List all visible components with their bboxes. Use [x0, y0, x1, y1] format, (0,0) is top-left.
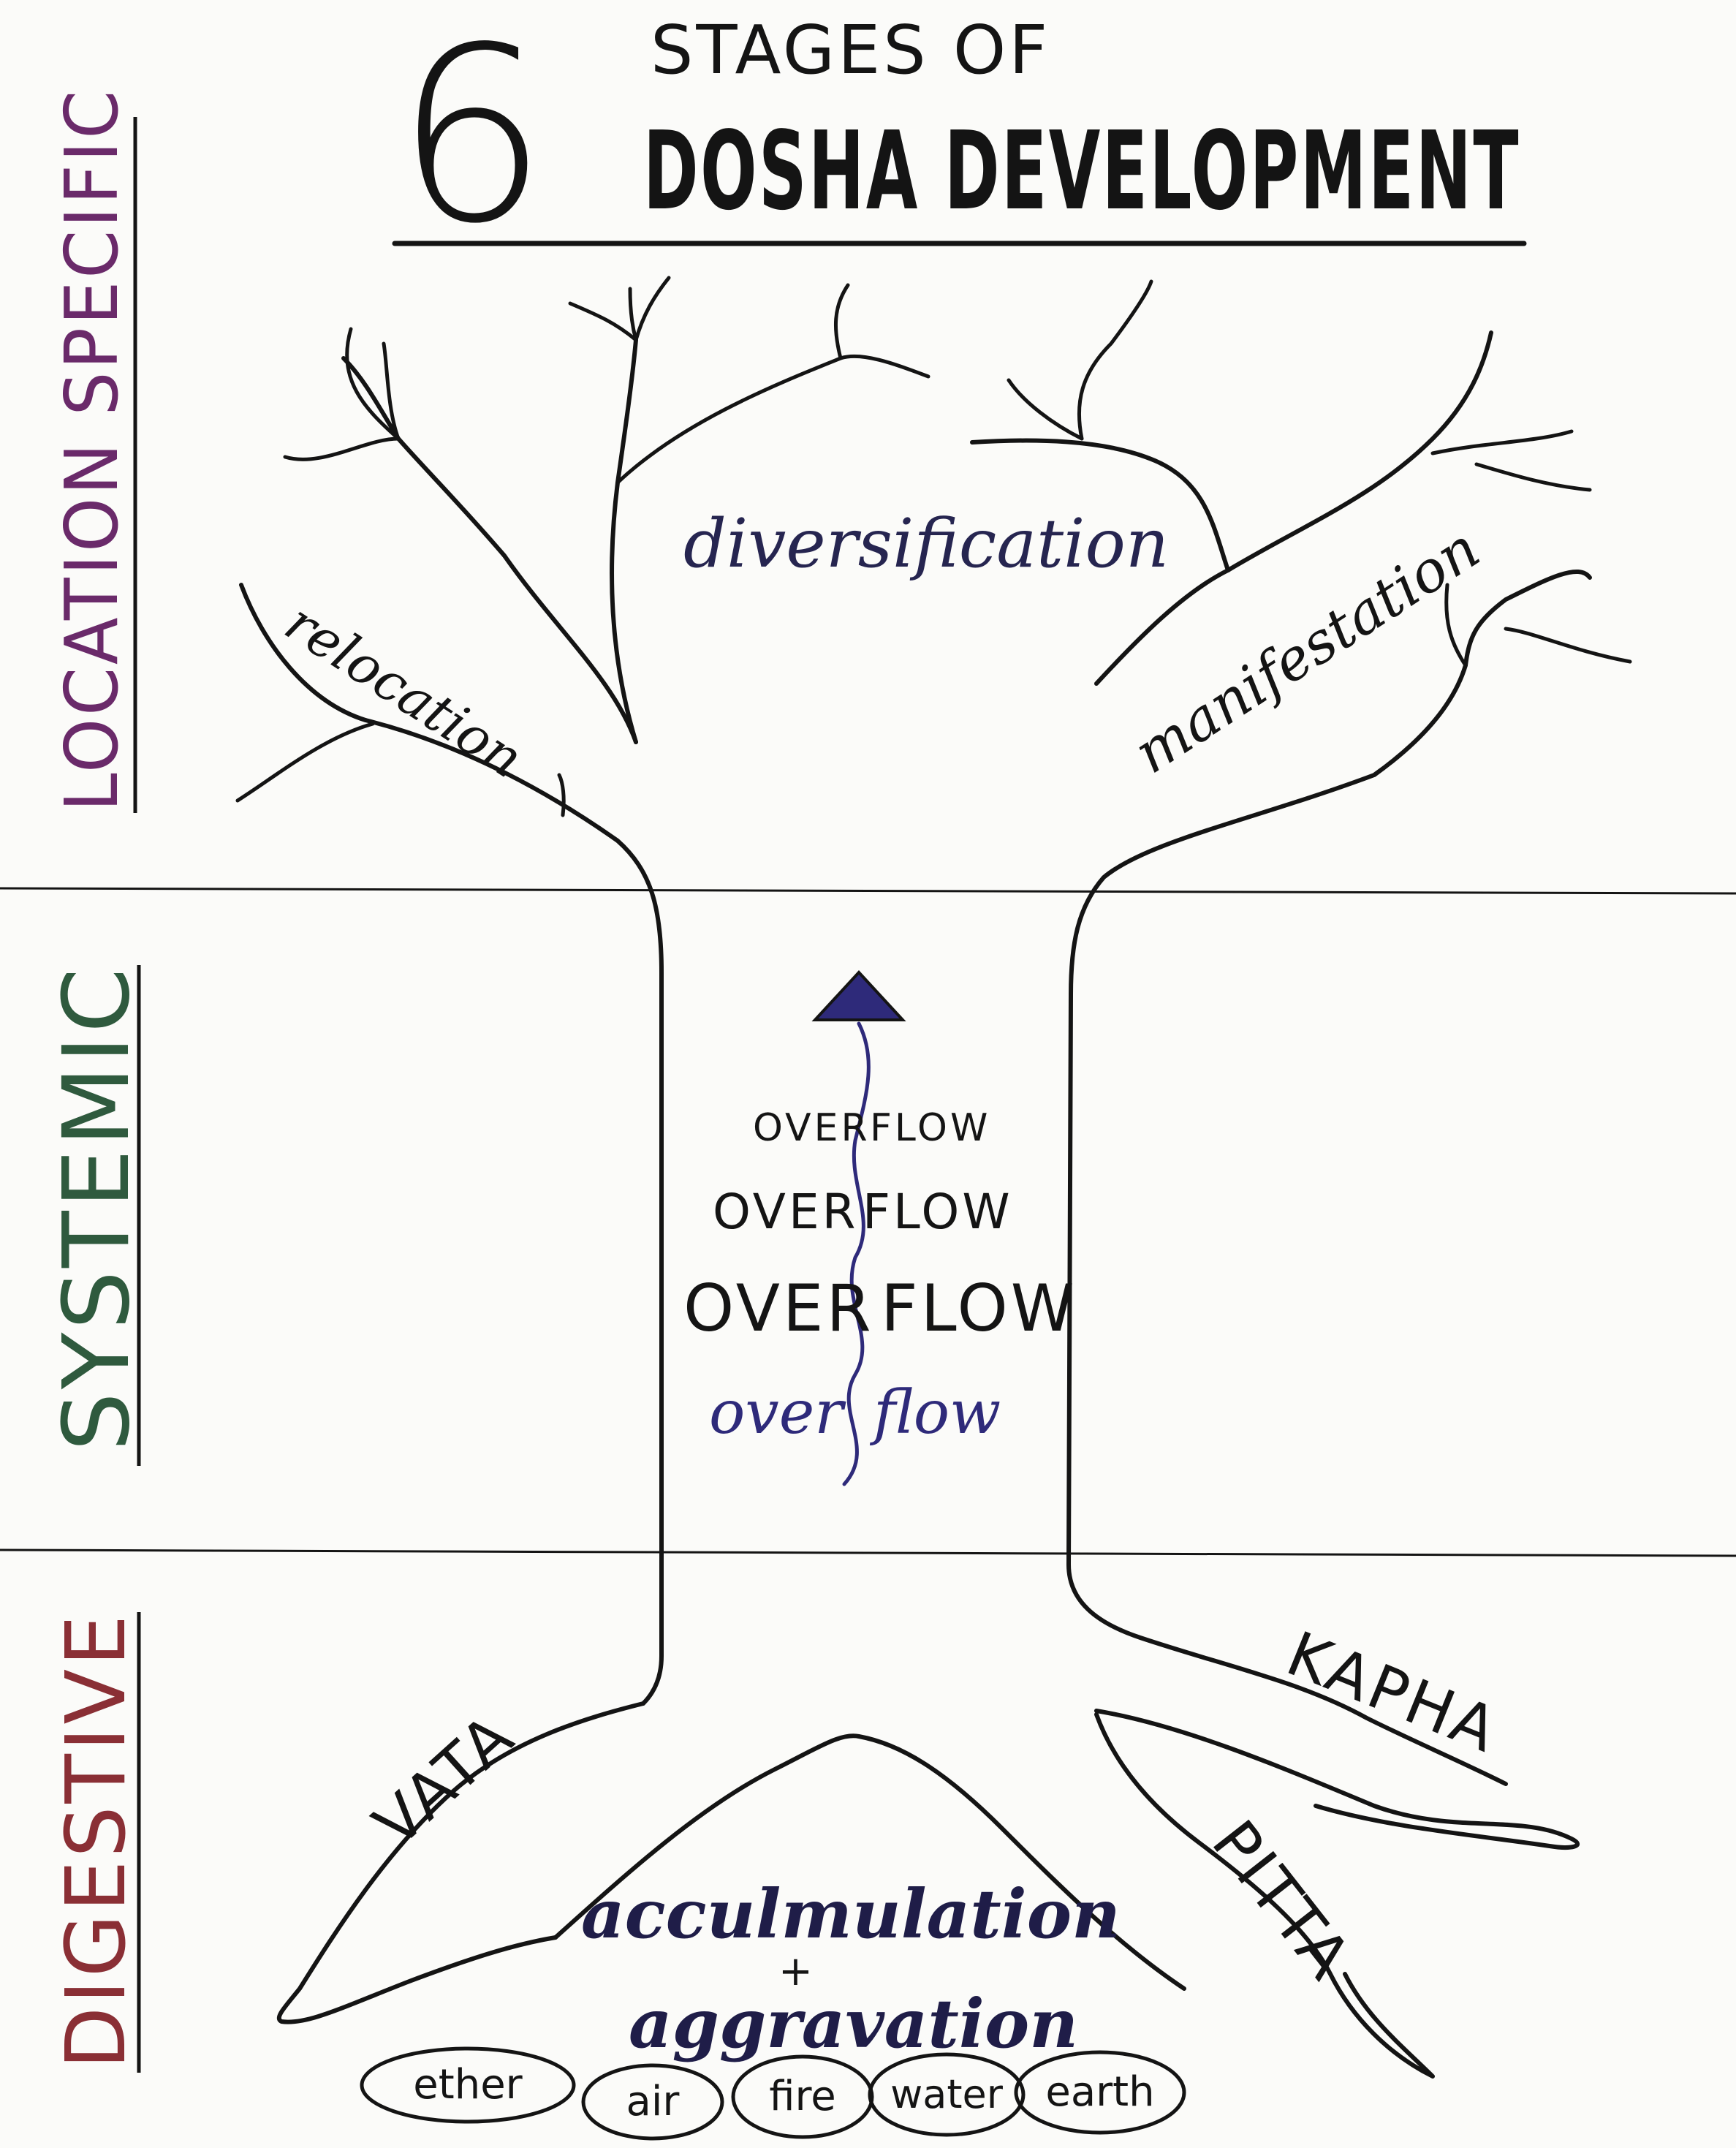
roots — [276, 1701, 1580, 2079]
overflow-words: OVER FLOW OVER FLOW OVER FLOW over flow — [683, 1106, 1077, 1448]
overflow-left-3: OVER — [683, 1271, 874, 1346]
accumulation-plus: + — [778, 1948, 813, 1995]
element-fire-oval — [731, 2054, 874, 2139]
twig-center-a — [568, 301, 638, 342]
label-manifestation: manifestation — [1123, 515, 1491, 787]
overflow-right-3: FLOW — [881, 1271, 1077, 1346]
element-earth-oval — [1014, 2050, 1186, 2135]
root-label-kapha: KAPHA — [1278, 1618, 1509, 1767]
overflow-left-4: over — [709, 1378, 846, 1448]
kapha-root-outline — [1094, 1709, 1580, 1850]
branch-right-loop — [970, 438, 1230, 686]
twig-center-d — [615, 354, 930, 485]
trunk-left — [363, 718, 664, 1706]
twig-right-loop-a — [1077, 279, 1153, 441]
pitta-root-outline — [1094, 1712, 1435, 2079]
root-label-vata: VATA — [360, 1699, 528, 1861]
element-water-oval — [868, 2052, 1026, 2137]
element-air-oval — [581, 2063, 724, 2141]
divider-bottom — [0, 1548, 1736, 1557]
zone-dividers — [0, 887, 1736, 1557]
branch-manifestation — [1463, 570, 1592, 668]
overflow-right-2: FLOW — [863, 1184, 1013, 1240]
mound-outline — [553, 1733, 1186, 1991]
twig-center-e — [834, 283, 850, 360]
twig-left-b — [283, 436, 401, 461]
divider-top — [0, 887, 1736, 895]
element-air: air — [581, 2063, 724, 2141]
overflow-arrow — [811, 970, 906, 1486]
twig-right-upper-b — [1474, 462, 1592, 492]
overflow-squiggle — [842, 1021, 871, 1486]
zone-label-location-specific: LOCATION SPECIFIC — [49, 88, 134, 812]
elements-row: ether air fire water earth — [360, 2046, 1186, 2141]
zone-label-systemic: SYSTEMIC — [44, 965, 150, 1451]
overflow-left-1: OVER — [753, 1106, 871, 1150]
element-air-label: air — [626, 2078, 681, 2125]
element-ether-label: ether — [413, 2061, 523, 2109]
title-number: 6 — [395, 0, 548, 276]
element-fire: fire — [731, 2054, 874, 2139]
zone-label-digestive: DIGESTIVE — [49, 1612, 144, 2069]
branch-right-upper — [1226, 330, 1493, 572]
root-label-pitta: PITTA — [1198, 1807, 1366, 1994]
accumulation-block: acculmulation + aggravation — [581, 1875, 1121, 2063]
tree — [235, 276, 1632, 1786]
zone-systemic: SYSTEMIC — [44, 965, 150, 1466]
twig-manifestation-a — [1504, 627, 1632, 664]
twig-relocation-1 — [235, 722, 375, 803]
element-earth: earth — [1014, 2050, 1186, 2135]
element-water: water — [868, 2052, 1026, 2137]
zone-labels: LOCATION SPECIFIC SYSTEMIC DIGESTIVE — [44, 88, 150, 2073]
overflow-right-1: FLOW — [870, 1106, 990, 1150]
overflow-left-2: OVER — [713, 1184, 859, 1240]
twig-center-b — [634, 276, 671, 342]
twig-center-c — [628, 287, 638, 342]
twig-left-c — [382, 341, 401, 441]
trunk-right — [1066, 663, 1508, 1786]
element-ether-oval — [360, 2046, 576, 2124]
twig-right-upper-a — [1430, 429, 1574, 455]
twig-relocation-2 — [557, 773, 566, 817]
element-earth-label: earth — [1045, 2068, 1154, 2116]
overflow-right-4: flow — [869, 1378, 1001, 1448]
title-line1: STAGES OF — [651, 11, 1050, 89]
element-fire-label: fire — [769, 2073, 836, 2120]
zone-location-specific: LOCATION SPECIFIC — [49, 88, 137, 813]
branch-relocation — [239, 583, 368, 722]
branch-center — [610, 338, 638, 744]
vata-root-outline — [276, 1701, 645, 2024]
twig-manifestation-b — [1444, 583, 1468, 668]
branch-left-main — [341, 356, 638, 744]
title-line2: DOSHA DEVELOPMENT — [643, 108, 1520, 234]
label-diversification: diversification — [683, 504, 1169, 583]
element-water-label: water — [890, 2071, 1004, 2117]
title-block: 6 STAGES OF DOSHA DEVELOPMENT — [392, 0, 1527, 276]
accumulation-line2: aggravation — [629, 1984, 1078, 2063]
twig-left-a — [345, 327, 401, 441]
overflow-arrowhead — [811, 970, 906, 1021]
element-ether: ether — [360, 2046, 576, 2124]
zone-digestive: DIGESTIVE — [49, 1612, 144, 2073]
twig-right-loop-b — [1007, 378, 1084, 441]
accumulation-line1: acculmulation — [581, 1875, 1121, 1954]
